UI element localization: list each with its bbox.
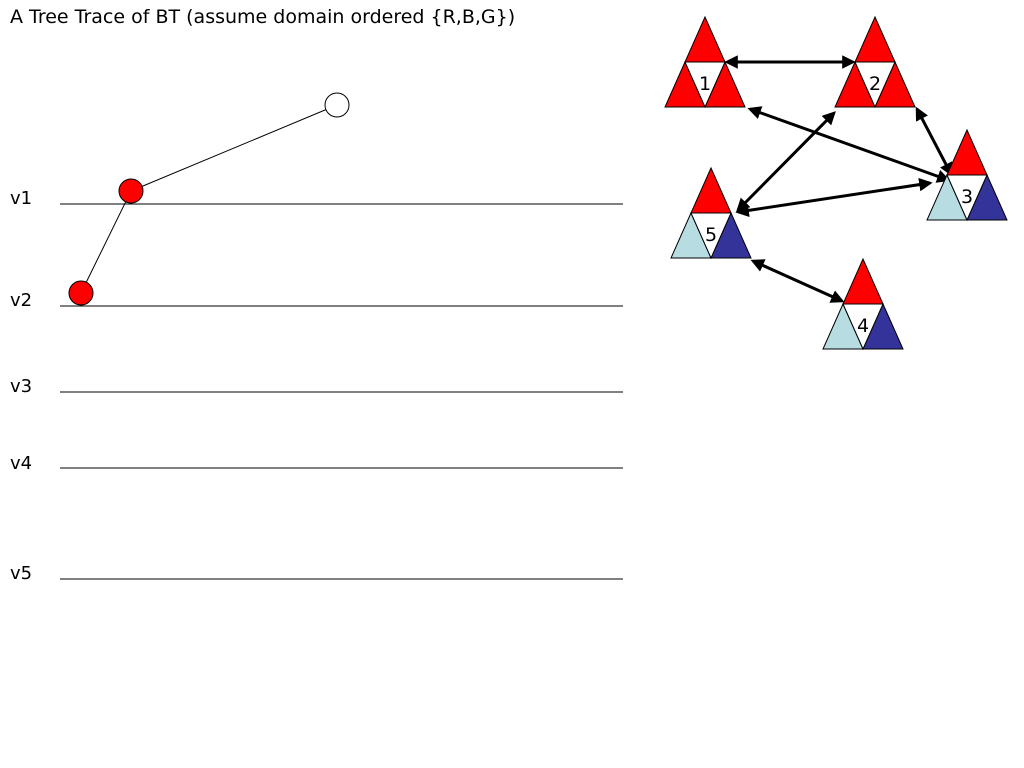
graph-node-3: 3 [926,128,1008,222]
var-label-v1: v1 [10,188,33,209]
tree-node [118,178,144,204]
tree-node [324,92,350,118]
graph-edge-2-5 [736,111,836,212]
tree-node [68,280,94,306]
graph-node-label: 3 [961,186,973,208]
constraint-graph-nodes: 1 2 3 4 5 [664,15,1008,351]
var-label-v5: v5 [10,563,33,584]
graph-edge-5-4 [750,259,845,303]
graph-node-label: 5 [705,224,717,246]
graph-node-label: 4 [857,315,869,337]
search-tree [68,92,350,306]
graph-node-5: 5 [670,166,752,260]
graph-node-label: 1 [699,73,711,95]
graph-node-4: 4 [822,257,904,351]
graph-node-1: 1 [664,15,746,109]
graph-edge-2-3 [915,106,953,177]
constraint-graph-edges [724,55,953,303]
var-label-v4: v4 [10,453,33,474]
slide-title: A Tree Trace of BT (assume domain ordere… [10,6,516,28]
level-lines [60,203,623,580]
graph-edge-3-5 [735,177,933,218]
graph-node-2: 2 [834,15,916,109]
graph-node-label: 2 [869,73,881,95]
tree-edge [80,190,132,294]
tree-edge [130,104,338,192]
var-label-v3: v3 [10,376,33,397]
var-label-v2: v2 [10,290,33,311]
